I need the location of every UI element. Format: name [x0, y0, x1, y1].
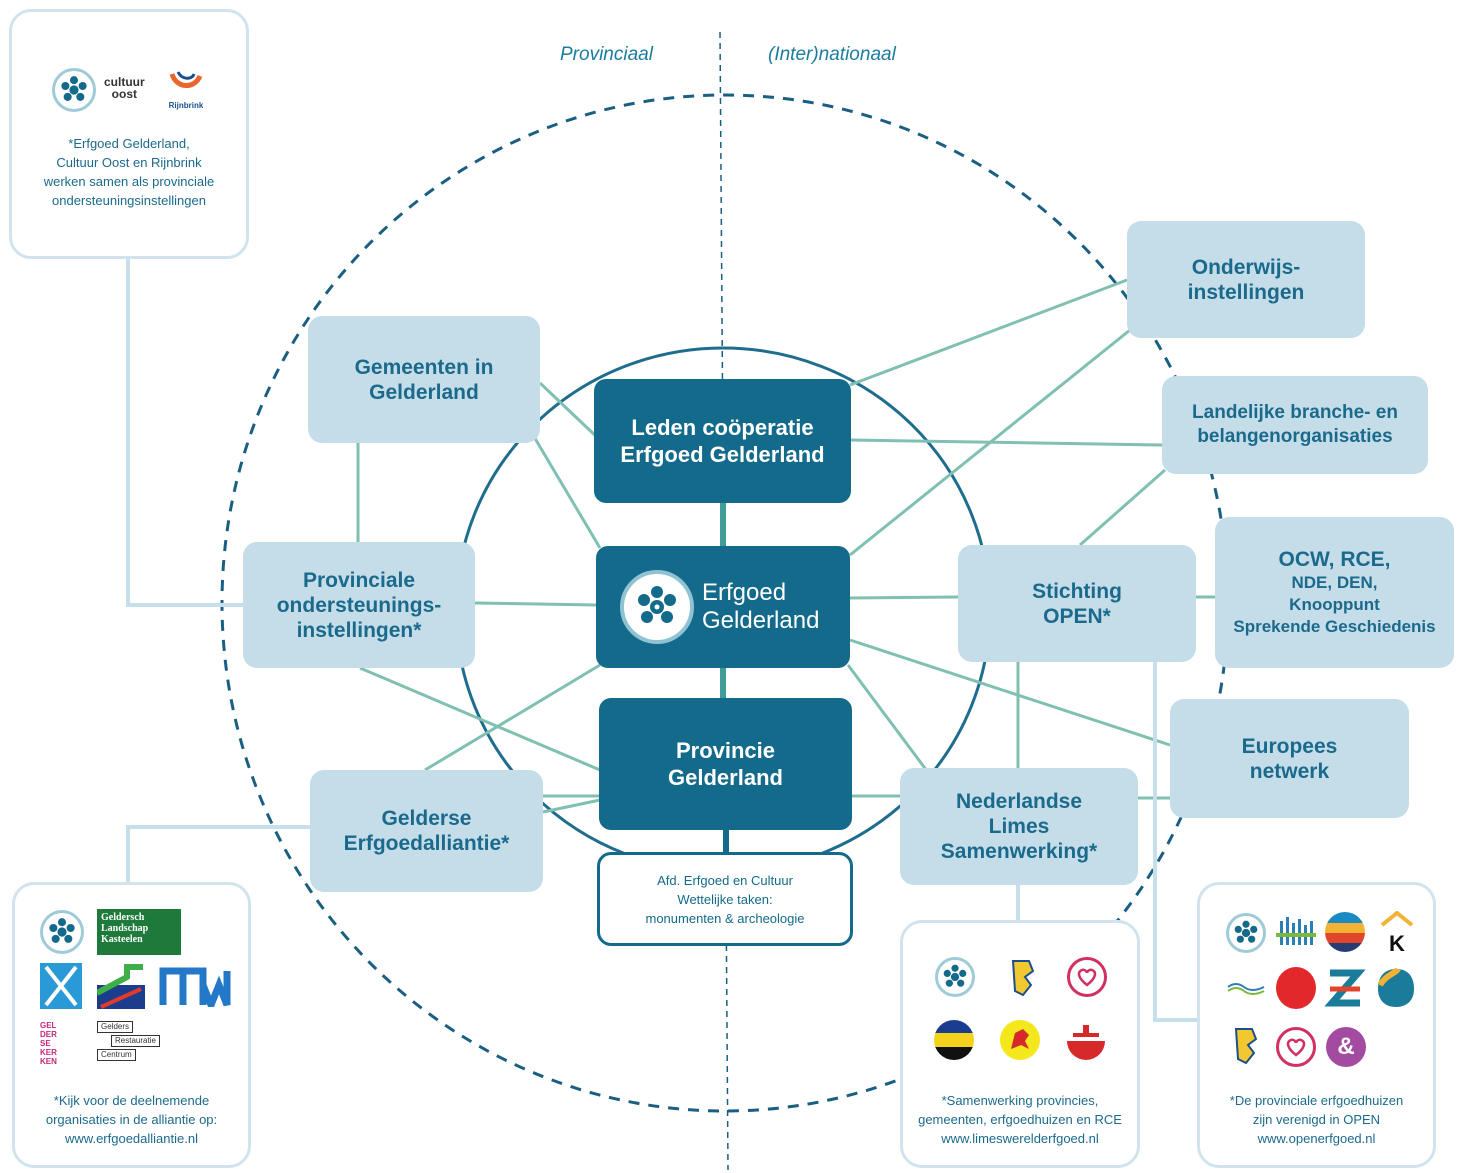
panel-open: K & *De provinciale erfgoedhuizen zijn v…: [1197, 882, 1436, 1168]
rijnbrink-label: Rijnbrink: [168, 101, 204, 110]
erfgoed-gelderland-center-box: Erfgoed Gelderland: [596, 546, 850, 668]
heart-circle-icon: [1067, 957, 1107, 997]
ampersand-icon: &: [1326, 1027, 1366, 1067]
cultuur-oost-logo: cultuur oost: [104, 75, 145, 101]
section-label-provinciaal: Provinciaal: [560, 44, 653, 65]
erfgoedhuis-icon: [1230, 1025, 1260, 1072]
section-label-internationaal: (Inter)nationaal: [768, 44, 896, 65]
flower-icon: [638, 586, 676, 623]
panel-alliantie: Geldersch Landschap Kasteelen GEL DER SE…: [12, 882, 251, 1168]
rijnbrink-logo: Rijnbrink: [164, 70, 208, 110]
panel-limes: *Samenwerking provincies, gemeenten, erf…: [900, 920, 1140, 1168]
lion-icon: [999, 1019, 1041, 1066]
erfgoedhuis-icon: [1007, 957, 1037, 1004]
erfgoed-gelderland-logo-icon: [935, 957, 975, 997]
erfgoed-gelderland-logo-icon: [52, 68, 96, 112]
panel-alliantie-caption: *Kijk voor de deelnemende organisaties i…: [45, 1093, 218, 1146]
grc-line2: Restauratie: [111, 1035, 160, 1047]
ocw-rest: NDE, DEN, Knooppunt Sprekende Geschieden…: [1233, 573, 1436, 636]
fingerprint-icon: [1276, 967, 1316, 1009]
limes-box: Nederlandse Limes Samenwerking*: [900, 768, 1138, 885]
restauratie-centrum-logo: Gelders Restauratie Centrum: [97, 1021, 160, 1061]
gemeenten-box: Gemeenten in Gelderland: [308, 316, 540, 443]
erfgoedalliantie-box: Gelderse Erfgoedalliantie*: [310, 770, 543, 892]
lines-logo: [95, 963, 145, 1009]
panel-ondersteuning-caption: *Erfgoed Gelderland, Cultuur Oost en Rij…: [43, 136, 215, 208]
onderwijs-box: Onderwijs- instellingen: [1127, 221, 1365, 338]
rijnbrink-icon: [169, 71, 203, 88]
grc-line3: Centrum: [97, 1049, 136, 1061]
k-label: K: [1389, 931, 1405, 956]
panel-open-caption: *De provinciale erfgoedhuizen zijn veren…: [1229, 1093, 1404, 1146]
provinciale-ondersteuning-box: Provinciale ondersteunings- instellingen…: [243, 542, 475, 668]
panel-limes-caption: *Samenwerking provincies, gemeenten, erf…: [918, 1093, 1122, 1146]
panel-ondersteuning: cultuur oost Rijnbrink *Erfgoed Gelderla…: [9, 9, 249, 259]
europees-netwerk-box: Europees netwerk: [1170, 699, 1409, 818]
x-logo: [40, 963, 82, 1009]
glk-logo: Geldersch Landschap Kasteelen: [97, 909, 181, 955]
grc-line1: Gelders: [97, 1021, 134, 1033]
stripes-icon: [1276, 913, 1316, 958]
ocw-line1: OCW, RCE,: [1278, 548, 1391, 571]
provincie-gelderland-box: Provincie Gelderland: [599, 698, 852, 830]
heart-circle-icon: [1276, 1027, 1316, 1067]
k-house-icon: K: [1378, 910, 1416, 956]
ocw-box: OCW, RCE, NDE, DEN, Knooppunt Sprekende …: [1215, 517, 1454, 668]
ampersand-label: &: [1337, 1033, 1355, 1060]
erfgoed-gelderland-logo-icon: [620, 570, 694, 644]
stichting-open-box: Stichting OPEN*: [958, 545, 1196, 662]
center-title-line1: Erfgoed: [702, 579, 787, 606]
gelderland-flag-icon: [933, 1019, 975, 1066]
center-title-line2: Gelderland: [702, 607, 820, 634]
erfgoed-brabant-icon: [1376, 967, 1416, 1014]
z-logo-icon: [1324, 965, 1366, 1016]
bowl-icon: [1065, 1019, 1107, 1066]
mw-logo: [159, 965, 231, 1015]
afd-erfgoed-box: Afd. Erfgoed en Cultuur Wettelijke taken…: [597, 852, 853, 946]
waves-icon: [1226, 977, 1266, 1002]
layers-icon: [1324, 911, 1366, 958]
erfgoed-gelderland-logo-icon: [1226, 913, 1266, 953]
landelijke-box: Landelijke branche- en belangenorganisat…: [1162, 376, 1428, 474]
divider-line: [719, 31, 729, 1171]
erfgoed-gelderland-logo-icon: [40, 910, 84, 954]
leden-cooperatie-box: Leden coöperatie Erfgoed Gelderland: [594, 379, 851, 503]
gelderse-kerken-logo: GEL DER SE KER KEN: [40, 1021, 57, 1066]
